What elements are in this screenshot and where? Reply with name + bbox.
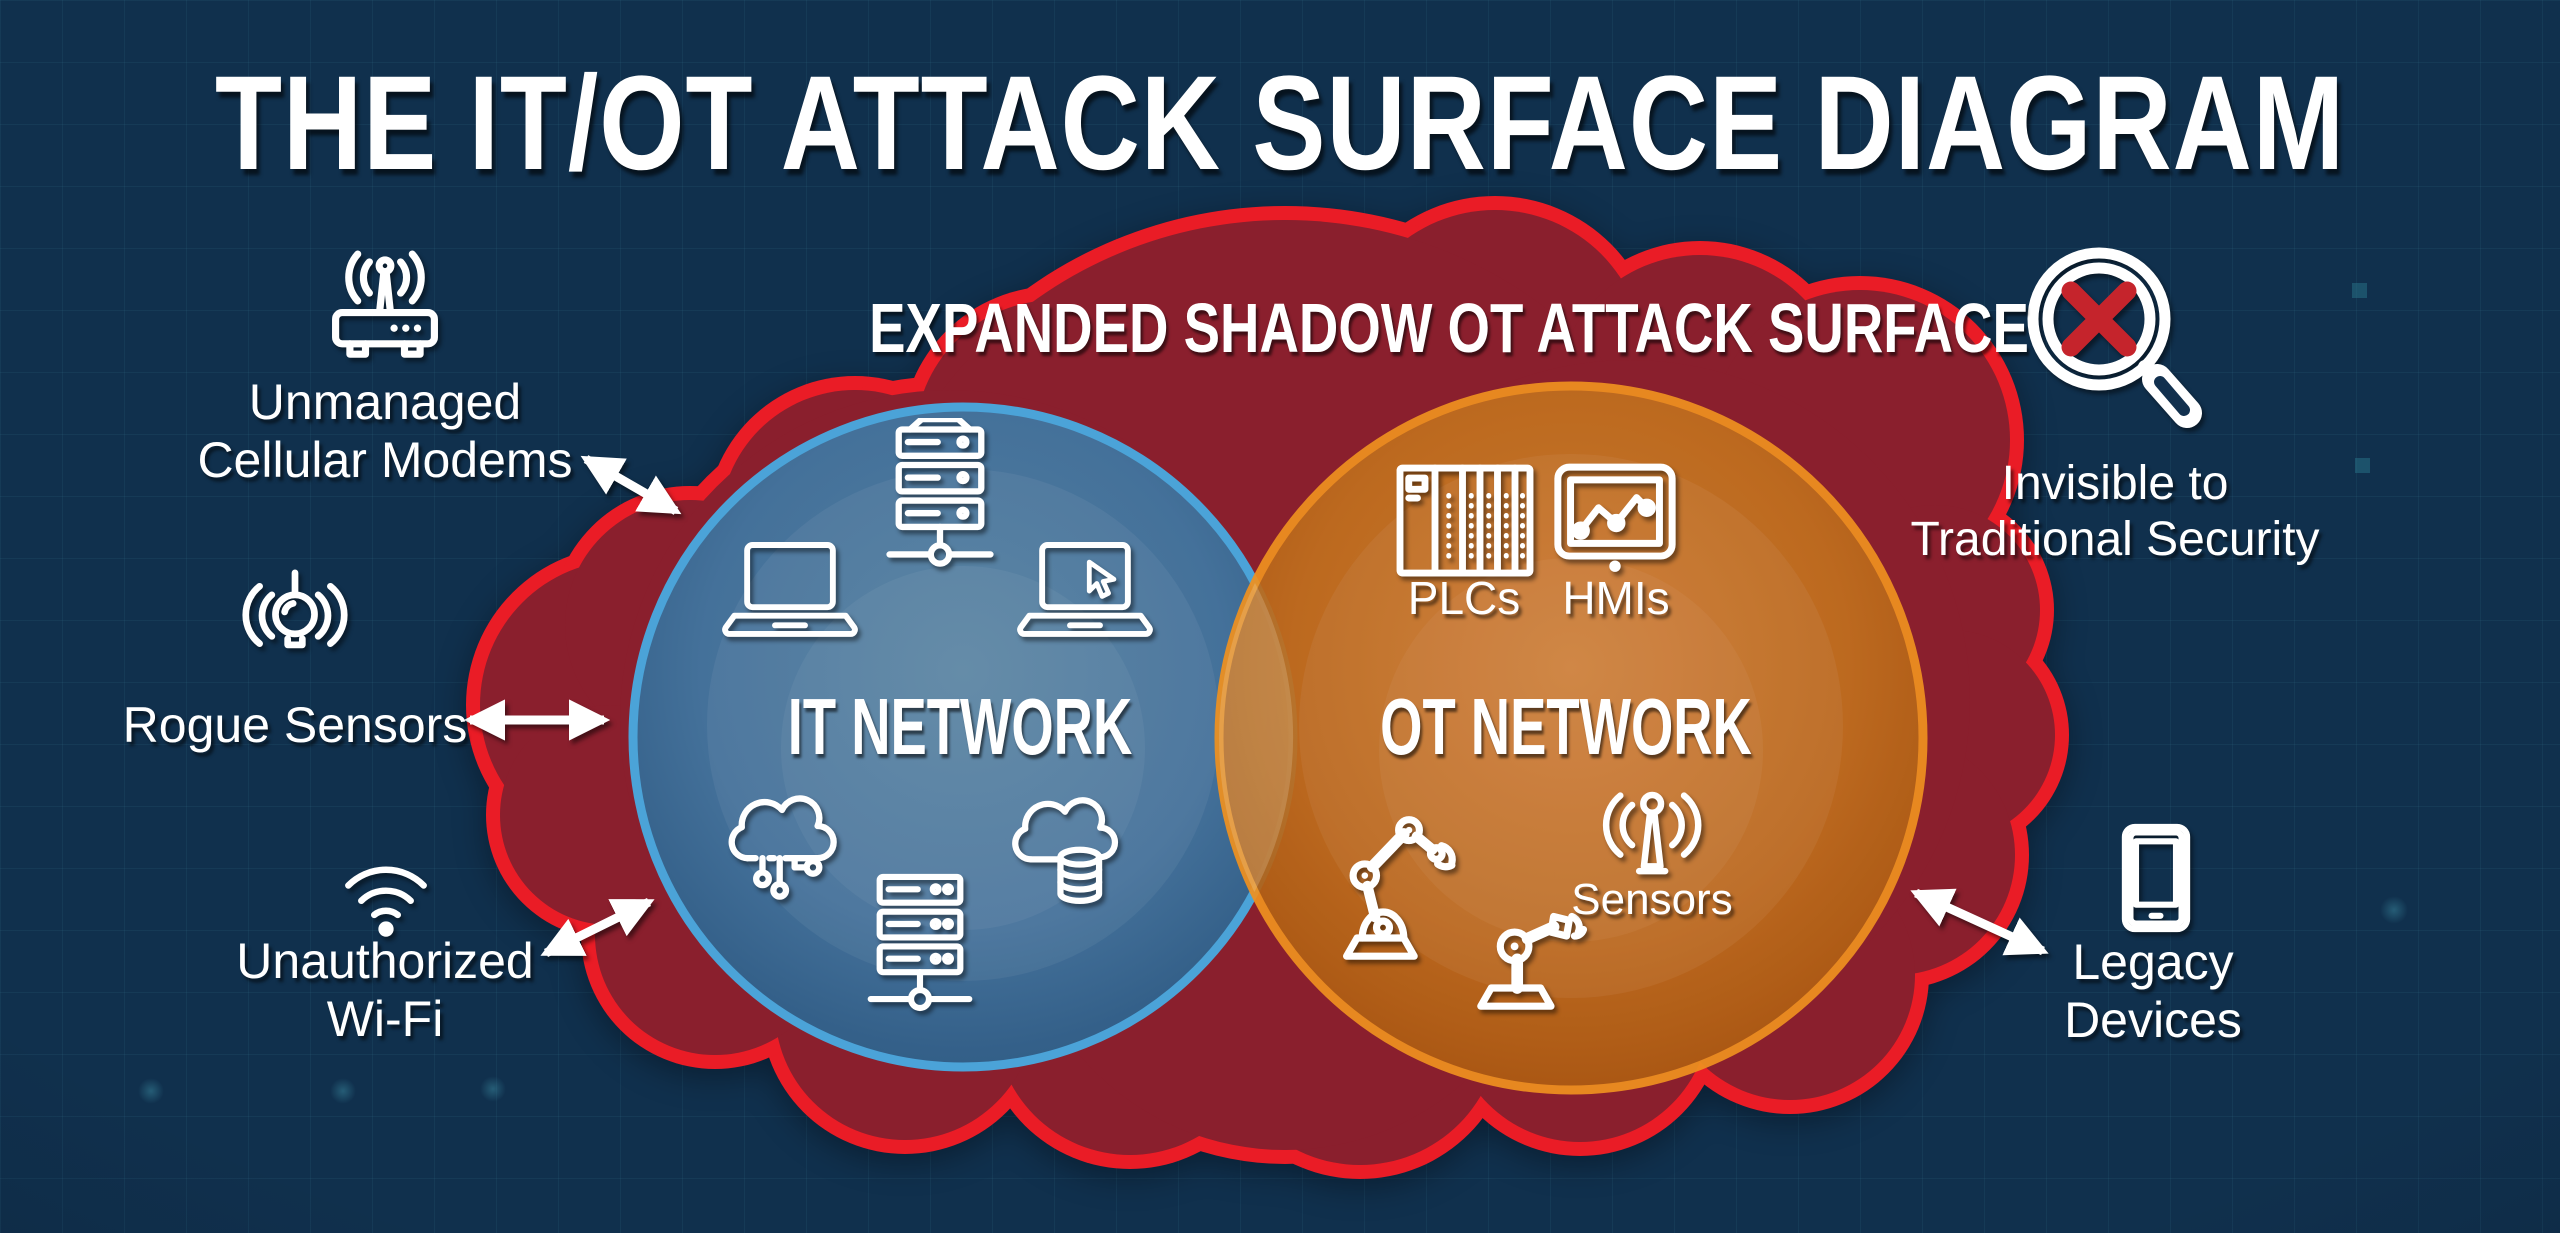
cloud-label: EXPANDED SHADOW OT ATTACK SURFACE [869, 289, 2029, 367]
antenna-icon [1602, 791, 1702, 875]
hmi-screen-icon [1554, 463, 1676, 572]
robot-arm-icon [1343, 816, 1456, 960]
it-network-label: IT NETWORK [787, 682, 1133, 771]
laptop-icon [722, 542, 858, 637]
grid-square-dot [2355, 458, 2370, 473]
glow-dot [2380, 896, 2408, 924]
plc-rack-icon [1396, 464, 1534, 577]
callout-line: Unauthorized [236, 933, 534, 989]
page-title: THE IT/OT ATTACK SURFACE DIAGRAM [214, 49, 2346, 198]
grid-square-dot [2352, 283, 2367, 298]
server-rack-icon [886, 418, 994, 567]
robot-arm-icon [1477, 912, 1588, 1010]
callout-line: Invisible to [2001, 457, 2229, 510]
wifi-icon [345, 866, 427, 937]
cellular-modem-icon [332, 250, 438, 358]
rogue-sensor-icon [242, 569, 348, 649]
callout-line: Legacy [2072, 934, 2234, 990]
hmis-label: HMIs [1562, 572, 1670, 624]
callout-invisible-security: Invisible to Traditional Security [1910, 456, 2319, 567]
plcs-label: PLCs [1407, 572, 1521, 624]
callout-legacy-devices: Legacy Devices [2064, 933, 2242, 1049]
callout-line: Traditional Security [1910, 512, 2320, 566]
tablet-icon [2121, 823, 2191, 933]
callout-line: Devices [2064, 992, 2242, 1048]
arrow-unmanaged-modems [580, 455, 682, 515]
callout-line: Wi-Fi [326, 991, 444, 1047]
callout-rogue-sensors: Rogue Sensors [122, 697, 468, 753]
server-rack-icon [867, 873, 973, 1012]
callout-line: Cellular Modems [197, 432, 573, 488]
arrow-legacy-devices [1910, 888, 2049, 956]
arrow-unauthorized-wifi [540, 897, 655, 958]
callout-line: Unmanaged [248, 374, 522, 430]
glow-dot [480, 1076, 506, 1102]
glow-dot [138, 1078, 164, 1104]
cloud-database-icon [1012, 797, 1119, 904]
glow-dot [330, 1078, 356, 1104]
venn-overlap-lens [1218, 583, 1294, 892]
sensors-label: Sensors [1571, 875, 1733, 924]
callout-unauthorized-wifi: Unauthorized Wi-Fi [236, 932, 533, 1048]
callout-unmanaged-modems: Unmanaged Cellular Modems [197, 373, 572, 489]
laptop-cursor-icon [1017, 542, 1153, 637]
magnifier-x-icon [2027, 247, 2202, 428]
ot-network-label: OT NETWORK [1380, 682, 1752, 771]
cloud-circuit-icon [728, 795, 837, 900]
